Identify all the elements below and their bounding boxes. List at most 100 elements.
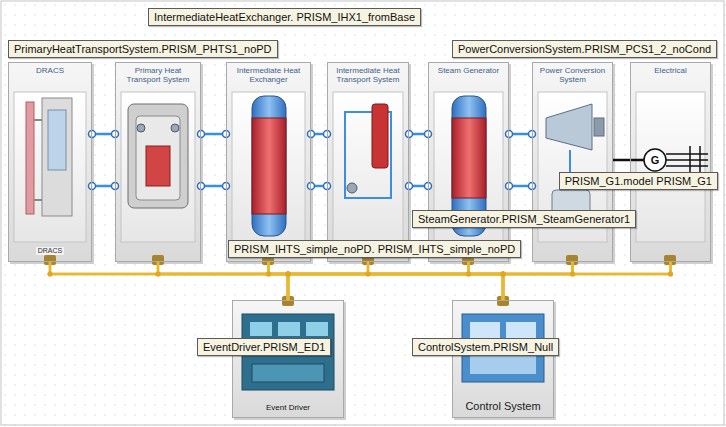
- bus-junction: [501, 272, 506, 277]
- control-system-box: Control System: [452, 300, 554, 418]
- bus-junction: [156, 272, 161, 277]
- component-box: Power Conversion System: [532, 62, 613, 262]
- transport-loop-picture: [345, 104, 391, 198]
- reactor-vessel-picture-part: [146, 146, 170, 186]
- dracs-picture-part: [48, 110, 66, 170]
- model-callout: PrimaryHeatTransportSystem.PRISM_PHTS1_n…: [8, 40, 278, 58]
- bus-junction: [668, 272, 673, 277]
- node-title: ControlSystem.PRISM_Null: [418, 341, 553, 353]
- event-driver-box: Event Driver: [232, 300, 344, 418]
- node-title: Intermediate Heat Exchanger: [230, 66, 307, 84]
- event-driver-picture-part: [250, 322, 272, 336]
- bus-junction: [266, 272, 271, 277]
- generator-symbol-part: [630, 159, 644, 162]
- component-frame-part: [232, 300, 344, 418]
- generator-symbol-part: [666, 165, 708, 167]
- bus-connector: [469, 262, 504, 300]
- component-frame-part: [630, 62, 711, 262]
- bus-junction: [366, 272, 371, 277]
- component-frame-part: [117, 64, 203, 264]
- bus-connector: [288, 262, 469, 300]
- node-title: PowerConversionSystem.PRISM_PCS1_2_noCon…: [458, 43, 711, 55]
- node-title: Steam Generator: [438, 66, 499, 75]
- bus-junction: [501, 272, 506, 277]
- shaft-connector: [613, 159, 630, 162]
- steam-generator-picture-part: [452, 118, 486, 198]
- bus-junction: [501, 272, 506, 277]
- bus-junction: [366, 272, 371, 277]
- bus-junction: [286, 272, 291, 277]
- node-title: Control System: [465, 400, 540, 412]
- generator-symbol-part: [689, 146, 691, 174]
- reactor-vessel-picture-part: [136, 116, 180, 200]
- component-frame-part: [8, 62, 92, 262]
- reactor-vessel-picture-part: [128, 104, 188, 208]
- component-box: Intermediate Heat Exchanger: [226, 62, 311, 262]
- component-frame-part: [636, 92, 705, 242]
- reactor-vessel-picture-part: [137, 124, 145, 132]
- fluid-port: [506, 131, 513, 138]
- reactor-vessel-picture-part: [171, 124, 179, 132]
- component-frame-part: [115, 62, 201, 262]
- heat-exchanger-picture: [252, 96, 286, 236]
- bus-junction: [286, 272, 291, 277]
- transport-loop-picture-part: [347, 183, 357, 193]
- event-driver-picture-part: [306, 322, 328, 336]
- bus-junction: [668, 272, 673, 277]
- node-title: IntermediateHeatExchanger. PRISM_IHX1_fr…: [154, 11, 415, 23]
- node-title: PRISM_IHTS_simple_noPD. PRISM_IHTS_simpl…: [234, 243, 515, 255]
- node-title: Electrical: [654, 66, 686, 75]
- bus-connector: [50, 262, 288, 300]
- model-callout: SteamGenerator.PRISM_SteamGenerator1: [412, 210, 636, 228]
- icon-caption: DRACS: [36, 247, 65, 255]
- heat-exchanger-picture-part: [252, 118, 286, 214]
- component-frame-part: [228, 64, 313, 264]
- fluid-port: [406, 183, 413, 190]
- component-frame-part: [329, 64, 411, 264]
- generator-symbol-part: [644, 149, 666, 171]
- fluid-port: [308, 131, 315, 138]
- component-frame-part: [534, 64, 615, 264]
- bus-connector: [269, 262, 504, 300]
- fluid-port: [198, 183, 205, 190]
- generator-letter: G: [651, 154, 660, 166]
- dracs-picture-part: [26, 102, 34, 214]
- component-frame-part: [226, 62, 311, 262]
- bus-connector: [288, 262, 671, 300]
- bus-junction: [286, 272, 291, 277]
- component-frame-part: [333, 92, 403, 242]
- dracs-picture-part: [34, 119, 42, 121]
- bus-connector: [368, 262, 503, 300]
- fluid-port: [89, 183, 96, 190]
- bus-junction: [570, 272, 575, 277]
- bus-junction: [501, 272, 506, 277]
- component-box: Intermediate Heat Transport SystemInterm…: [327, 62, 409, 262]
- bus-connector: [503, 262, 573, 300]
- node-title: EventDriver.PRISM_ED1: [203, 341, 325, 353]
- component-frame-part: [10, 64, 94, 264]
- turbine-picture-part: [594, 118, 604, 136]
- bus-junction: [156, 272, 161, 277]
- bus-junction: [570, 272, 575, 277]
- node-title: Primary Heat Transport System: [119, 66, 197, 84]
- bus-junction: [286, 272, 291, 277]
- event-driver-picture-part: [252, 364, 324, 382]
- turbine-picture: [546, 104, 604, 220]
- bus-junction: [466, 272, 471, 277]
- component-frame-part: [14, 92, 86, 242]
- bus-junction: [501, 272, 506, 277]
- bus-connector-icon: [44, 255, 676, 306]
- generator-symbol-part: [666, 153, 708, 155]
- fluid-port: [506, 183, 513, 190]
- bus-junction: [286, 272, 291, 277]
- node-title: Power Conversion System: [536, 66, 609, 84]
- node-title: SteamGenerator.PRISM_SteamGenerator1: [418, 213, 630, 225]
- fluid-port: [406, 131, 413, 138]
- transport-loop-picture-part: [372, 104, 388, 168]
- bus-connector: [288, 262, 368, 300]
- component-box: Electrical: [630, 62, 711, 262]
- bus-connector: [288, 262, 573, 300]
- component-box: Primary Heat Transport System: [115, 62, 201, 262]
